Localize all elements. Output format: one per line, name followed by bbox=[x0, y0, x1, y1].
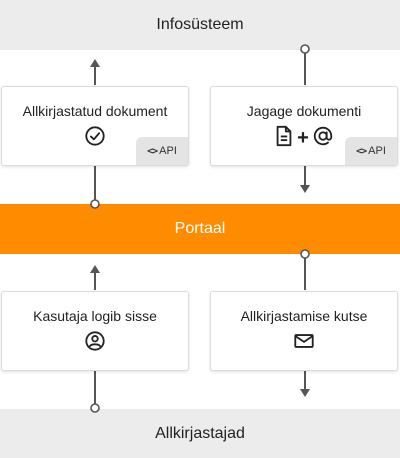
api-badge-label: API bbox=[368, 145, 386, 157]
arrowhead-down-mid-right bbox=[300, 185, 310, 193]
code-icon: <> bbox=[147, 145, 158, 157]
allkirjastajad-label: Allkirjastajad bbox=[155, 424, 245, 442]
at-sign-icon bbox=[312, 125, 334, 152]
arrowhead-up-top-left bbox=[90, 59, 100, 67]
arrowhead-down-bottom-right bbox=[300, 389, 310, 397]
portal-label: Portaal bbox=[174, 220, 226, 237]
portal-band: Portaal bbox=[0, 204, 400, 254]
signing-invite-card: Allkirjastamise kutse bbox=[210, 291, 398, 371]
arrowhead-up-lower-left bbox=[90, 265, 100, 273]
check-circle-icon bbox=[84, 125, 106, 152]
user-login-card: Kasutaja logib sisse bbox=[1, 291, 189, 371]
share-document-card: Jagage dokumenti + <> API bbox=[210, 86, 398, 166]
signed-document-title: Allkirjastatud dokument bbox=[22, 103, 168, 119]
user-circle-icon bbox=[84, 330, 106, 357]
signed-document-card: Allkirjastatud dokument <> API bbox=[1, 86, 189, 166]
code-icon: <> bbox=[356, 145, 367, 157]
infosusteem-band: Infosüsteem bbox=[0, 0, 400, 50]
user-login-title: Kasutaja logib sisse bbox=[33, 308, 157, 324]
plus-icon: + bbox=[297, 127, 309, 149]
api-badge: <> API bbox=[136, 137, 188, 165]
envelope-icon bbox=[293, 331, 315, 356]
document-icon bbox=[274, 125, 294, 152]
infosusteem-label: Infosüsteem bbox=[156, 16, 244, 33]
api-badge: <> API bbox=[345, 137, 397, 165]
share-document-title: Jagage dokumenti bbox=[246, 103, 362, 119]
api-badge-label: API bbox=[159, 145, 177, 157]
signing-invite-title: Allkirjastamise kutse bbox=[240, 308, 368, 324]
allkirjastajad-band: Allkirjastajad bbox=[0, 409, 400, 458]
